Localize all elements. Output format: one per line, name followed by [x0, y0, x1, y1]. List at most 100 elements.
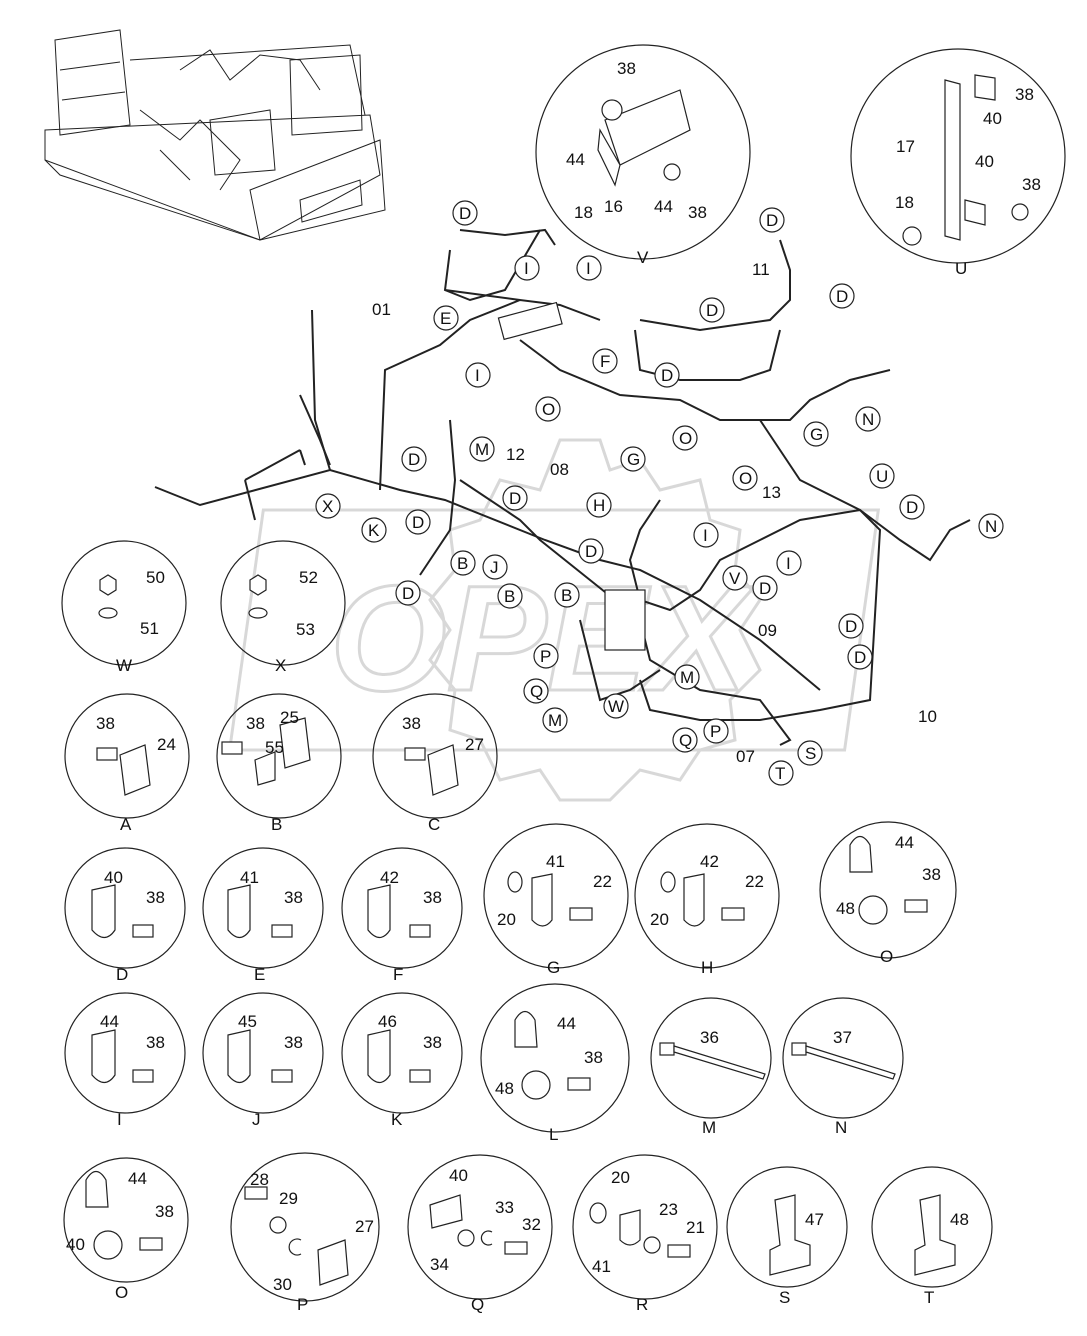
- detail-p-letter: P: [297, 1295, 308, 1314]
- tag-d-7: D: [502, 485, 528, 511]
- detail-i: 44 38 I: [64, 992, 186, 1129]
- detail-q-letter: Q: [471, 1295, 484, 1314]
- svg-text:38: 38: [402, 714, 421, 733]
- harness-01-label: 01: [372, 300, 391, 319]
- tag-i-2: I: [576, 255, 602, 281]
- detail-s: 47 S: [726, 1166, 848, 1307]
- svg-text:D: D: [759, 579, 771, 598]
- tag-k: K: [361, 517, 387, 543]
- svg-text:I: I: [475, 366, 480, 385]
- tag-q-2: Q: [672, 727, 698, 753]
- svg-text:V: V: [729, 569, 741, 588]
- svg-text:D: D: [766, 211, 778, 230]
- svg-text:M: M: [680, 668, 694, 687]
- svg-text:I: I: [524, 259, 529, 278]
- relay-box: [604, 589, 646, 651]
- detail-d-letter: D: [116, 965, 128, 984]
- detail-w: 50 51 W: [61, 540, 187, 675]
- detail-b: 38 25 55 B: [216, 693, 342, 834]
- svg-text:D: D: [509, 489, 521, 508]
- tag-i-3: I: [465, 362, 491, 388]
- harness-08-label: 08: [550, 460, 569, 479]
- detail-o-2-letter: O: [115, 1283, 128, 1302]
- detail-k: 46 38 K: [341, 992, 463, 1129]
- svg-text:44: 44: [895, 833, 914, 852]
- svg-text:18: 18: [574, 203, 593, 222]
- svg-text:32: 32: [522, 1215, 541, 1234]
- svg-text:J: J: [490, 558, 499, 577]
- detail-v: 38 44 18 16 44 38 V: [535, 44, 751, 267]
- tag-t: T: [768, 760, 794, 786]
- svg-text:D: D: [906, 498, 918, 517]
- harness-07-label: 07: [736, 747, 755, 766]
- machine-overview-sketch: [44, 29, 386, 241]
- svg-text:38: 38: [146, 888, 165, 907]
- tag-b-1: B: [450, 550, 476, 576]
- detail-r-letter: R: [636, 1295, 648, 1314]
- svg-text:40: 40: [983, 109, 1002, 128]
- tag-d-3: D: [654, 362, 680, 388]
- svg-text:38: 38: [922, 865, 941, 884]
- svg-text:44: 44: [654, 197, 673, 216]
- detail-v-letter: V: [637, 248, 649, 267]
- svg-text:29: 29: [279, 1189, 298, 1208]
- tag-b-2: B: [497, 583, 523, 609]
- detail-j-letter: J: [252, 1110, 261, 1129]
- tag-o-2: O: [672, 425, 698, 451]
- tag-d-14: D: [847, 644, 873, 670]
- tag-m-1: M: [469, 436, 495, 462]
- svg-text:16: 16: [604, 197, 623, 216]
- tag-d-2: D: [759, 207, 785, 233]
- detail-w-letter: W: [116, 656, 132, 675]
- svg-text:O: O: [679, 429, 692, 448]
- detail-u-letter: U: [955, 259, 967, 278]
- detail-e: 41 38 E: [202, 847, 324, 984]
- tag-d-5: D: [829, 283, 855, 309]
- svg-text:P: P: [710, 722, 721, 741]
- svg-text:37: 37: [833, 1028, 852, 1047]
- tag-d-11: D: [752, 575, 778, 601]
- detail-m: 36 M: [650, 997, 772, 1137]
- svg-text:D: D: [412, 513, 424, 532]
- svg-text:40: 40: [449, 1166, 468, 1185]
- svg-text:27: 27: [465, 735, 484, 754]
- svg-text:22: 22: [745, 872, 764, 891]
- svg-text:38: 38: [284, 888, 303, 907]
- svg-text:46: 46: [378, 1012, 397, 1031]
- tag-q-1: Q: [523, 678, 549, 704]
- detail-f-letter: F: [393, 965, 403, 984]
- detail-e-letter: E: [254, 965, 265, 984]
- svg-text:30: 30: [273, 1275, 292, 1294]
- svg-text:I: I: [703, 526, 708, 545]
- tag-s: S: [797, 740, 823, 766]
- svg-text:18: 18: [895, 193, 914, 212]
- svg-text:20: 20: [650, 910, 669, 929]
- tag-d-10: D: [578, 538, 604, 564]
- svg-text:N: N: [985, 517, 997, 536]
- tag-d-4: D: [699, 297, 725, 323]
- svg-text:41: 41: [592, 1257, 611, 1276]
- tag-p-1: P: [533, 643, 559, 669]
- detail-n: 37 N: [782, 997, 904, 1137]
- svg-text:O: O: [739, 469, 752, 488]
- tag-i-5: I: [776, 550, 802, 576]
- detail-q: 40 33 32 34 Q: [407, 1154, 553, 1314]
- detail-o-2: 44 38 40 O: [63, 1157, 189, 1302]
- svg-text:38: 38: [1015, 85, 1034, 104]
- tag-h: H: [586, 492, 612, 518]
- tag-o-1: O: [535, 396, 561, 422]
- svg-text:D: D: [661, 366, 673, 385]
- tag-d-9: D: [395, 580, 421, 606]
- tag-f: F: [592, 348, 618, 374]
- svg-text:38: 38: [1022, 175, 1041, 194]
- harness-labels: 01 08 12 13 09 11 10 07: [372, 260, 937, 766]
- svg-text:N: N: [862, 410, 874, 429]
- svg-text:U: U: [876, 467, 888, 486]
- tag-d-1: D: [452, 200, 478, 226]
- detail-r: 20 23 21 41 R: [572, 1154, 718, 1314]
- svg-text:27: 27: [355, 1217, 374, 1236]
- tag-m-2: M: [542, 707, 568, 733]
- svg-text:38: 38: [146, 1033, 165, 1052]
- svg-text:48: 48: [495, 1079, 514, 1098]
- harness-11-label: 11: [752, 260, 770, 279]
